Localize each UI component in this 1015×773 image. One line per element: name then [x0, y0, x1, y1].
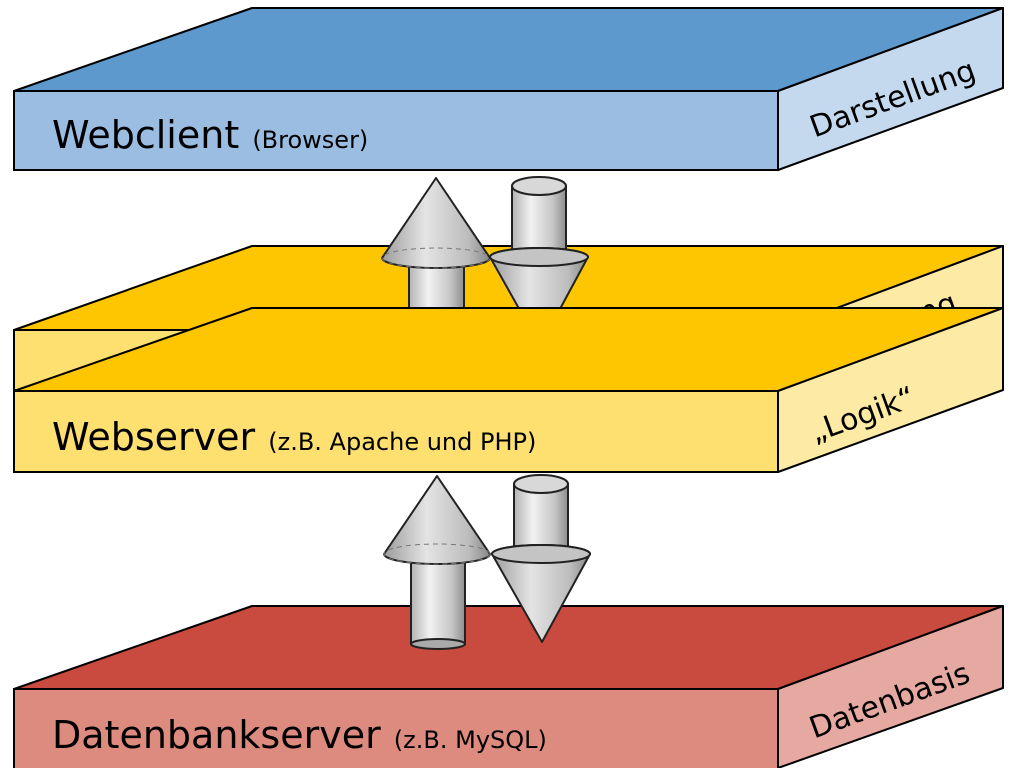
result-arrow-down-icon [491, 474, 591, 643]
webclient-front-face [13, 90, 779, 171]
webclient-title: Webclient (Browser) [52, 113, 368, 157]
database-layer [13, 605, 1004, 772]
response-arrow-down-icon [489, 176, 589, 347]
database-title: Datenbankserver (z.B. MySQL) [52, 713, 547, 757]
upper-arrow-pair [381, 176, 589, 353]
webserver-title: Webserver (z.B. Apache und PHP) [52, 415, 536, 459]
webclient-detail: (Browser) [252, 126, 368, 154]
webserver-layer: Webserver (z.B. Apache und PHP) „Logik“ [13, 307, 1004, 473]
webserver-detail: (z.B. Apache und PHP) [268, 428, 536, 456]
webserver-name: Webserver [52, 415, 256, 459]
database-front-face [13, 688, 779, 772]
database-detail: (z.B. MySQL) [394, 726, 547, 754]
webclient-layer: Webclient (Browser) Darstellung [13, 7, 1004, 171]
query-arrow-up-icon [383, 475, 491, 650]
database-name: Datenbankserver [52, 713, 381, 757]
webserver-front-face [13, 390, 779, 473]
lower-arrow-pair [383, 474, 591, 650]
webclient-name: Webclient [52, 113, 239, 157]
